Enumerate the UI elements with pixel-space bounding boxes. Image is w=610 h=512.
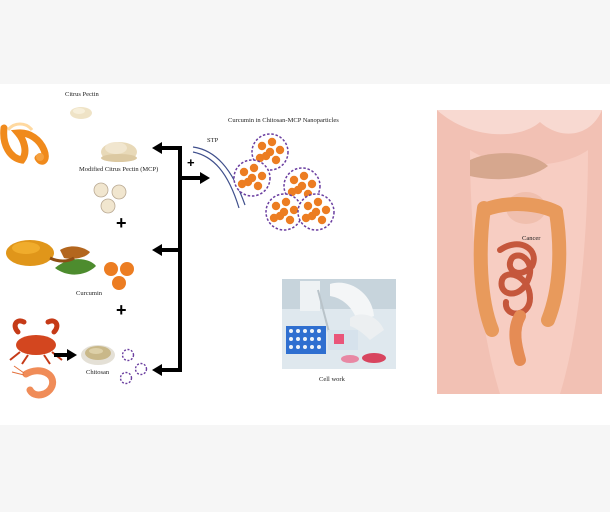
chitosan-powder <box>81 345 115 365</box>
curcumin-dot <box>289 205 299 215</box>
curcumin-dot <box>311 207 321 217</box>
chitosan-circles <box>119 348 148 385</box>
curcumin-dot <box>299 171 309 181</box>
chitosan-label: Chitosan <box>86 369 110 376</box>
curcumin-dot <box>265 147 275 157</box>
mcp-powder <box>101 142 137 162</box>
curcumin-dot <box>257 141 267 151</box>
convergence-bracket <box>152 142 210 376</box>
curcumin-dot <box>271 201 281 211</box>
curcumin-dot <box>247 173 257 183</box>
curcumin-dot <box>321 205 331 215</box>
curcumin-dot <box>237 179 247 189</box>
curcumin-dot <box>289 175 299 185</box>
curcumin-dot <box>255 153 265 163</box>
nanoparticles-title: Curcumin in Chitosan-MCP Nanoparticles <box>228 117 339 124</box>
curcumin-dot <box>287 187 297 197</box>
cell-work-label: Cell work <box>319 376 345 383</box>
plus-sign-3: + <box>187 155 195 170</box>
stp-label: STP <box>207 137 219 144</box>
body-illustration <box>437 110 602 394</box>
mcp-label: Modified Citrus Pectin (MCP) <box>79 166 159 173</box>
curcumin-label: Curcumin <box>76 290 102 297</box>
plus-sign-2: + <box>116 300 127 320</box>
mcp-circles <box>93 182 127 214</box>
chitosan-arrow <box>54 349 77 361</box>
curcumin-dot <box>279 207 289 217</box>
curcumin-dot <box>317 215 327 225</box>
curcumin-dot <box>307 179 317 189</box>
curcumin-dot <box>297 181 307 191</box>
turmeric-image <box>6 240 96 275</box>
curcumin-dot <box>313 197 323 207</box>
shrimp-image <box>11 365 57 399</box>
crab-image <box>9 318 63 365</box>
curcumin-dot <box>239 167 249 177</box>
curcumin-dot <box>267 137 277 147</box>
curcumin-dot <box>281 197 291 207</box>
curcumin-dot <box>271 155 281 165</box>
orange-peel-image <box>0 122 49 165</box>
citrus-pectin-label: Citrus Pectin <box>65 91 99 98</box>
curcumin-dot <box>301 213 311 223</box>
curcumin-dot <box>303 201 313 211</box>
curcumin-dot <box>249 163 259 173</box>
plus-sign-1: + <box>116 213 127 233</box>
cancer-label: Cancer <box>522 235 541 242</box>
stp-lines <box>192 146 246 209</box>
nanoparticles <box>233 133 335 231</box>
curcumin-dot <box>269 213 279 223</box>
curcumin-dot <box>257 171 267 181</box>
curcumin-circles <box>104 262 134 290</box>
cell-work-photo <box>282 279 396 369</box>
curcumin-dot <box>253 181 263 191</box>
curcumin-dot <box>285 215 295 225</box>
curcumin-dot <box>275 145 285 155</box>
